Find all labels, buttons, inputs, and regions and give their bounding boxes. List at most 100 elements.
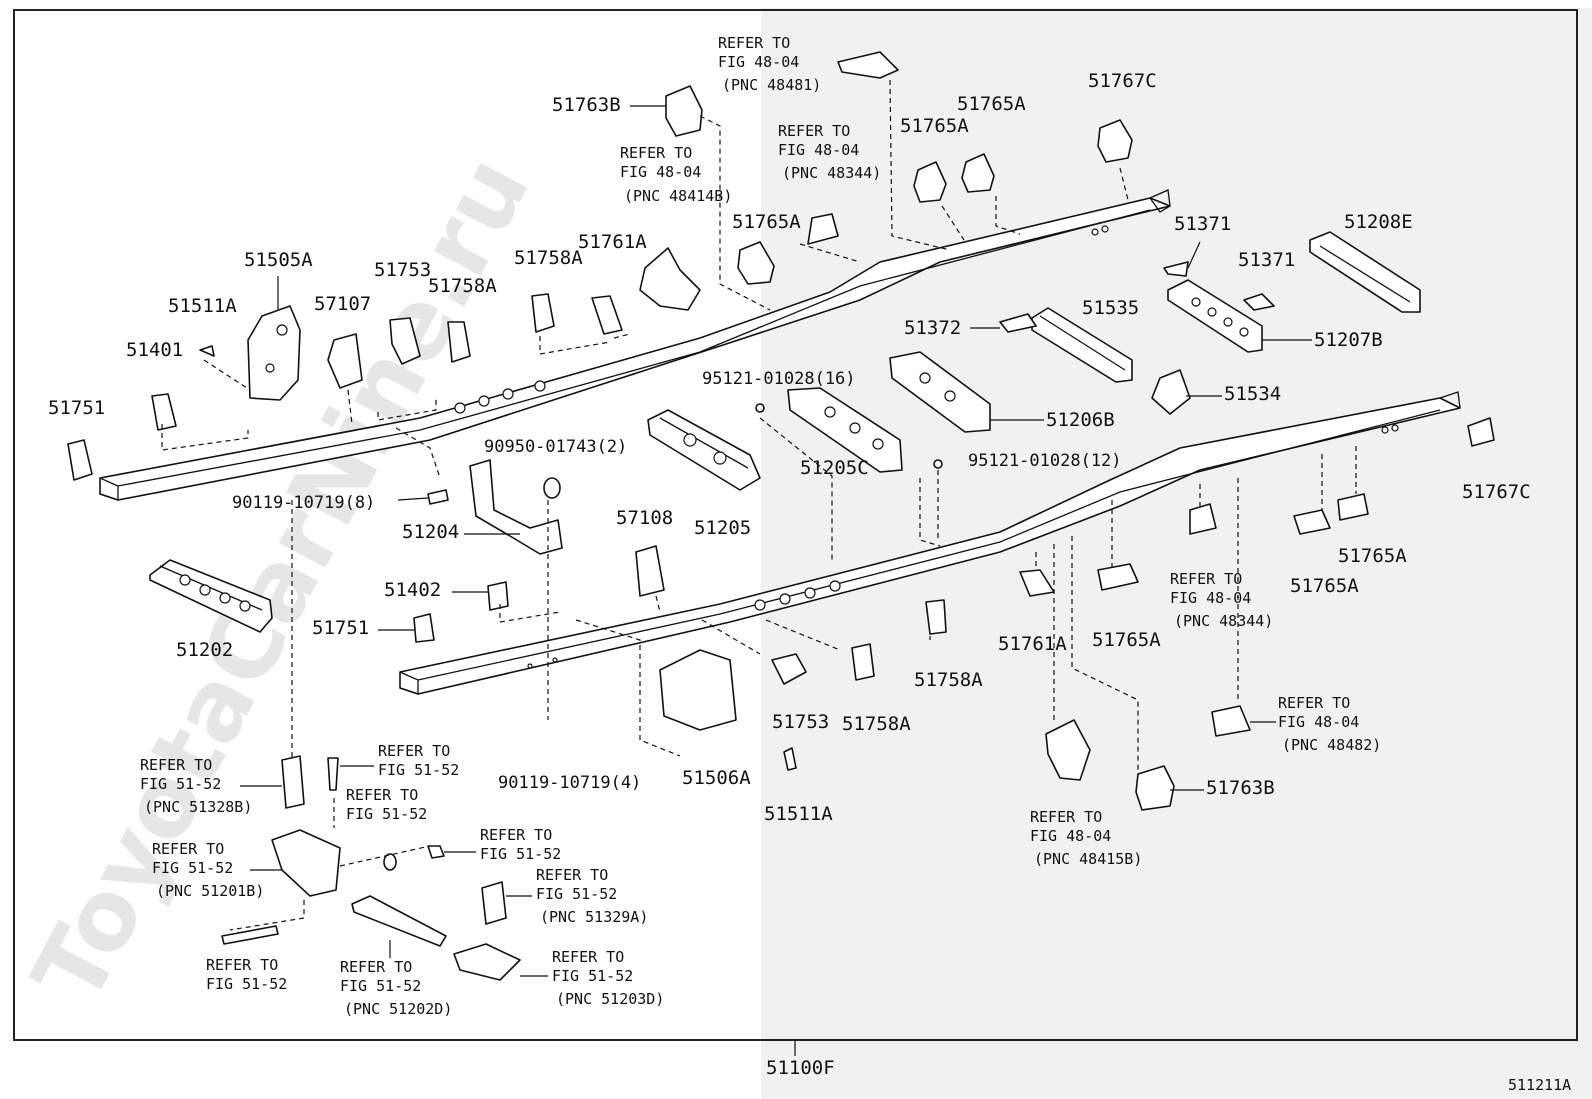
mount-51765A-r3	[1097, 563, 1139, 591]
crossmember-51535	[1031, 307, 1133, 383]
reference-callouts: REFER TO FIG 48-04 (PNC 48481) REFER TO …	[140, 34, 1381, 1018]
mount-51765A-r1	[1337, 493, 1369, 521]
bracket-51201B	[271, 829, 341, 897]
svg-text:(PNC 48344): (PNC 48344)	[1174, 612, 1273, 630]
svg-text:FIG 51-52: FIG 51-52	[152, 859, 233, 877]
bracket-51758A-low2	[851, 643, 875, 681]
plate-51372	[999, 313, 1037, 333]
label-51765A-a: 51765A	[732, 211, 801, 233]
bracket-51328B	[281, 755, 305, 809]
crossmember-51207B	[1167, 279, 1263, 353]
label-90950: 90950-01743(2)	[484, 437, 627, 457]
bracket-51402	[487, 581, 509, 611]
ref-48415B: REFER TO FIG 48-04 (PNC 48415B)	[1030, 808, 1142, 868]
label-assembly: 51100F	[766, 1057, 835, 1079]
bolt-90119-8	[427, 489, 449, 505]
label-51765A-r2: 51765A	[1290, 575, 1359, 597]
bracket-51758A-top	[447, 321, 471, 363]
mount-48481	[837, 51, 899, 79]
mount-51765A-b	[913, 161, 947, 203]
label-51205C: 51205C	[800, 457, 869, 479]
bracket-51753-top	[389, 317, 421, 365]
mount-51763B-low	[1135, 765, 1175, 811]
label-57107: 57107	[314, 293, 371, 315]
ref-48481: REFER TO FIG 48-04 (PNC 48481)	[718, 34, 821, 94]
ref-48344-low: REFER TO FIG 48-04 (PNC 48344)	[1170, 570, 1273, 630]
plate-51371-a	[1163, 261, 1189, 277]
ref-5152-d: REFER TO FIG 51-52	[206, 956, 287, 993]
ref-48344-top: REFER TO FIG 48-04 (PNC 48344)	[778, 122, 881, 182]
svg-text:FIG 48-04: FIG 48-04	[1278, 713, 1359, 731]
crossmember-51208E	[1309, 231, 1421, 313]
label-51758A-mid: 51758A	[514, 247, 583, 269]
svg-text:REFER TO: REFER TO	[536, 866, 608, 884]
label-51402: 51402	[384, 579, 441, 601]
ref-5152-a: REFER TO FIG 51-52	[340, 742, 459, 779]
crossmember-51202	[149, 559, 273, 633]
svg-text:REFER TO: REFER TO	[1278, 694, 1350, 712]
svg-text:REFER TO: REFER TO	[1030, 808, 1102, 826]
bracket-51758A-low1	[925, 599, 947, 635]
bracket-51329A	[481, 881, 507, 925]
ref-5152-b: REFER TO FIG 51-52	[346, 786, 427, 823]
bracket-57107	[327, 333, 363, 389]
label-51371-a: 51371	[1174, 213, 1231, 235]
ref-51328B: REFER TO FIG 51-52 (PNC 51328B)	[140, 756, 282, 816]
svg-text:(PNC 48415B): (PNC 48415B)	[1034, 850, 1142, 868]
bracket-51751-mid	[413, 613, 435, 643]
bracket-51753-low	[771, 653, 807, 685]
mount-51765A-r2	[1293, 509, 1331, 535]
svg-text:REFER TO: REFER TO	[718, 34, 790, 52]
mount-48482	[1211, 705, 1251, 737]
svg-text:FIG 51-52: FIG 51-52	[378, 761, 459, 779]
ref-51202D: REFER TO FIG 51-52 (PNC 51202D)	[340, 940, 452, 1018]
label-51753-top: 51753	[374, 259, 431, 281]
svg-text:REFER TO: REFER TO	[552, 948, 624, 966]
label-51751-mid: 51751	[312, 617, 369, 639]
label-51763B-top: 51763B	[552, 94, 621, 116]
label-51535: 51535	[1082, 297, 1139, 319]
label-51763B-low: 51763B	[1206, 777, 1275, 799]
label-51758A-low1: 51758A	[914, 669, 983, 691]
label-51208E: 51208E	[1344, 211, 1413, 233]
label-51204: 51204	[402, 521, 459, 543]
svg-text:FIG 51-52: FIG 51-52	[536, 885, 617, 903]
bracket-51506A	[659, 649, 737, 731]
label-90119-8: 90119-10719(8)	[232, 493, 375, 513]
svg-text:FIG 48-04: FIG 48-04	[718, 53, 799, 71]
label-51511A-low: 51511A	[764, 803, 833, 825]
svg-text:REFER TO: REFER TO	[378, 742, 450, 760]
svg-text:FIG 51-52: FIG 51-52	[480, 845, 561, 863]
nut-ref	[427, 845, 445, 859]
bracket-48414B	[639, 247, 701, 311]
svg-text:(PNC 51202D): (PNC 51202D)	[344, 1000, 452, 1018]
label-51761A-top: 51761A	[578, 231, 647, 253]
crossmember-51205C	[787, 387, 903, 473]
svg-text:(PNC 48414B): (PNC 48414B)	[624, 187, 732, 205]
part-labels: 51763B 51767C 51765A 51765A 51765A 51371…	[48, 70, 1571, 1094]
label-51761A-low: 51761A	[998, 633, 1067, 655]
rivet-95121-12	[933, 459, 943, 469]
svg-text:REFER TO: REFER TO	[152, 840, 224, 858]
mount-51765A-c	[961, 153, 995, 193]
svg-text:REFER TO: REFER TO	[1170, 570, 1242, 588]
svg-text:REFER TO: REFER TO	[480, 826, 552, 844]
mount-51767C-right	[1467, 417, 1495, 447]
label-51758A-top: 51758A	[428, 275, 497, 297]
svg-text:FIG 51-52: FIG 51-52	[346, 805, 427, 823]
bracket-51534	[1151, 369, 1191, 415]
label-57108: 57108	[616, 507, 673, 529]
label-51205: 51205	[694, 517, 751, 539]
bracket-51751-left	[67, 439, 93, 481]
bracket-51505A	[247, 305, 301, 401]
svg-text:REFER TO: REFER TO	[206, 956, 278, 974]
label-51765A-c: 51765A	[957, 93, 1026, 115]
label-51207B: 51207B	[1314, 329, 1383, 351]
bracket-51758A-mid	[531, 293, 555, 333]
label-51511A-top: 51511A	[168, 295, 237, 317]
frame-rail-right	[399, 391, 1461, 695]
label-51372: 51372	[904, 317, 961, 339]
label-51767C-right: 51767C	[1462, 481, 1531, 503]
label-51758A-low2: 51758A	[842, 713, 911, 735]
